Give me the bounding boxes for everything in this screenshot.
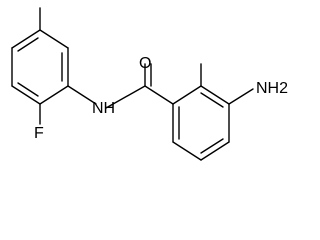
bond-right-ring-4 <box>200 141 230 161</box>
amine-label: NH2 <box>256 80 288 97</box>
fluorine-label: F <box>34 125 44 142</box>
bond-left-ring-6 <box>11 29 41 49</box>
bond-right-ring-5 <box>172 141 202 161</box>
oxygen-label: O <box>139 55 151 72</box>
bond-carbonyl-to-right-ring <box>144 85 174 105</box>
bond-right-ring-2 <box>200 85 230 105</box>
bond-left-ring-1 <box>39 29 69 49</box>
bond-right-ring-1 <box>172 85 202 105</box>
bond-right-ring-double-1 <box>200 92 224 108</box>
bond-left-ring-3 <box>39 85 69 105</box>
bond-nh-to-carbonyl <box>105 85 146 109</box>
bond-left-ring-double-2 <box>17 82 39 97</box>
bonds <box>11 7 254 161</box>
bond-ring-to-nh <box>67 85 97 105</box>
bond-left-ring-double-3 <box>17 37 39 52</box>
bond-left-ring-4 <box>11 85 41 105</box>
chemical-structure-diagram: O NH NH2 F <box>11 7 289 161</box>
bond-right-ring-double-2 <box>200 138 224 154</box>
molecule-svg: O NH NH2 F <box>11 7 288 161</box>
bond-amino <box>228 88 254 105</box>
amide-nitrogen-label: NH <box>92 100 115 117</box>
